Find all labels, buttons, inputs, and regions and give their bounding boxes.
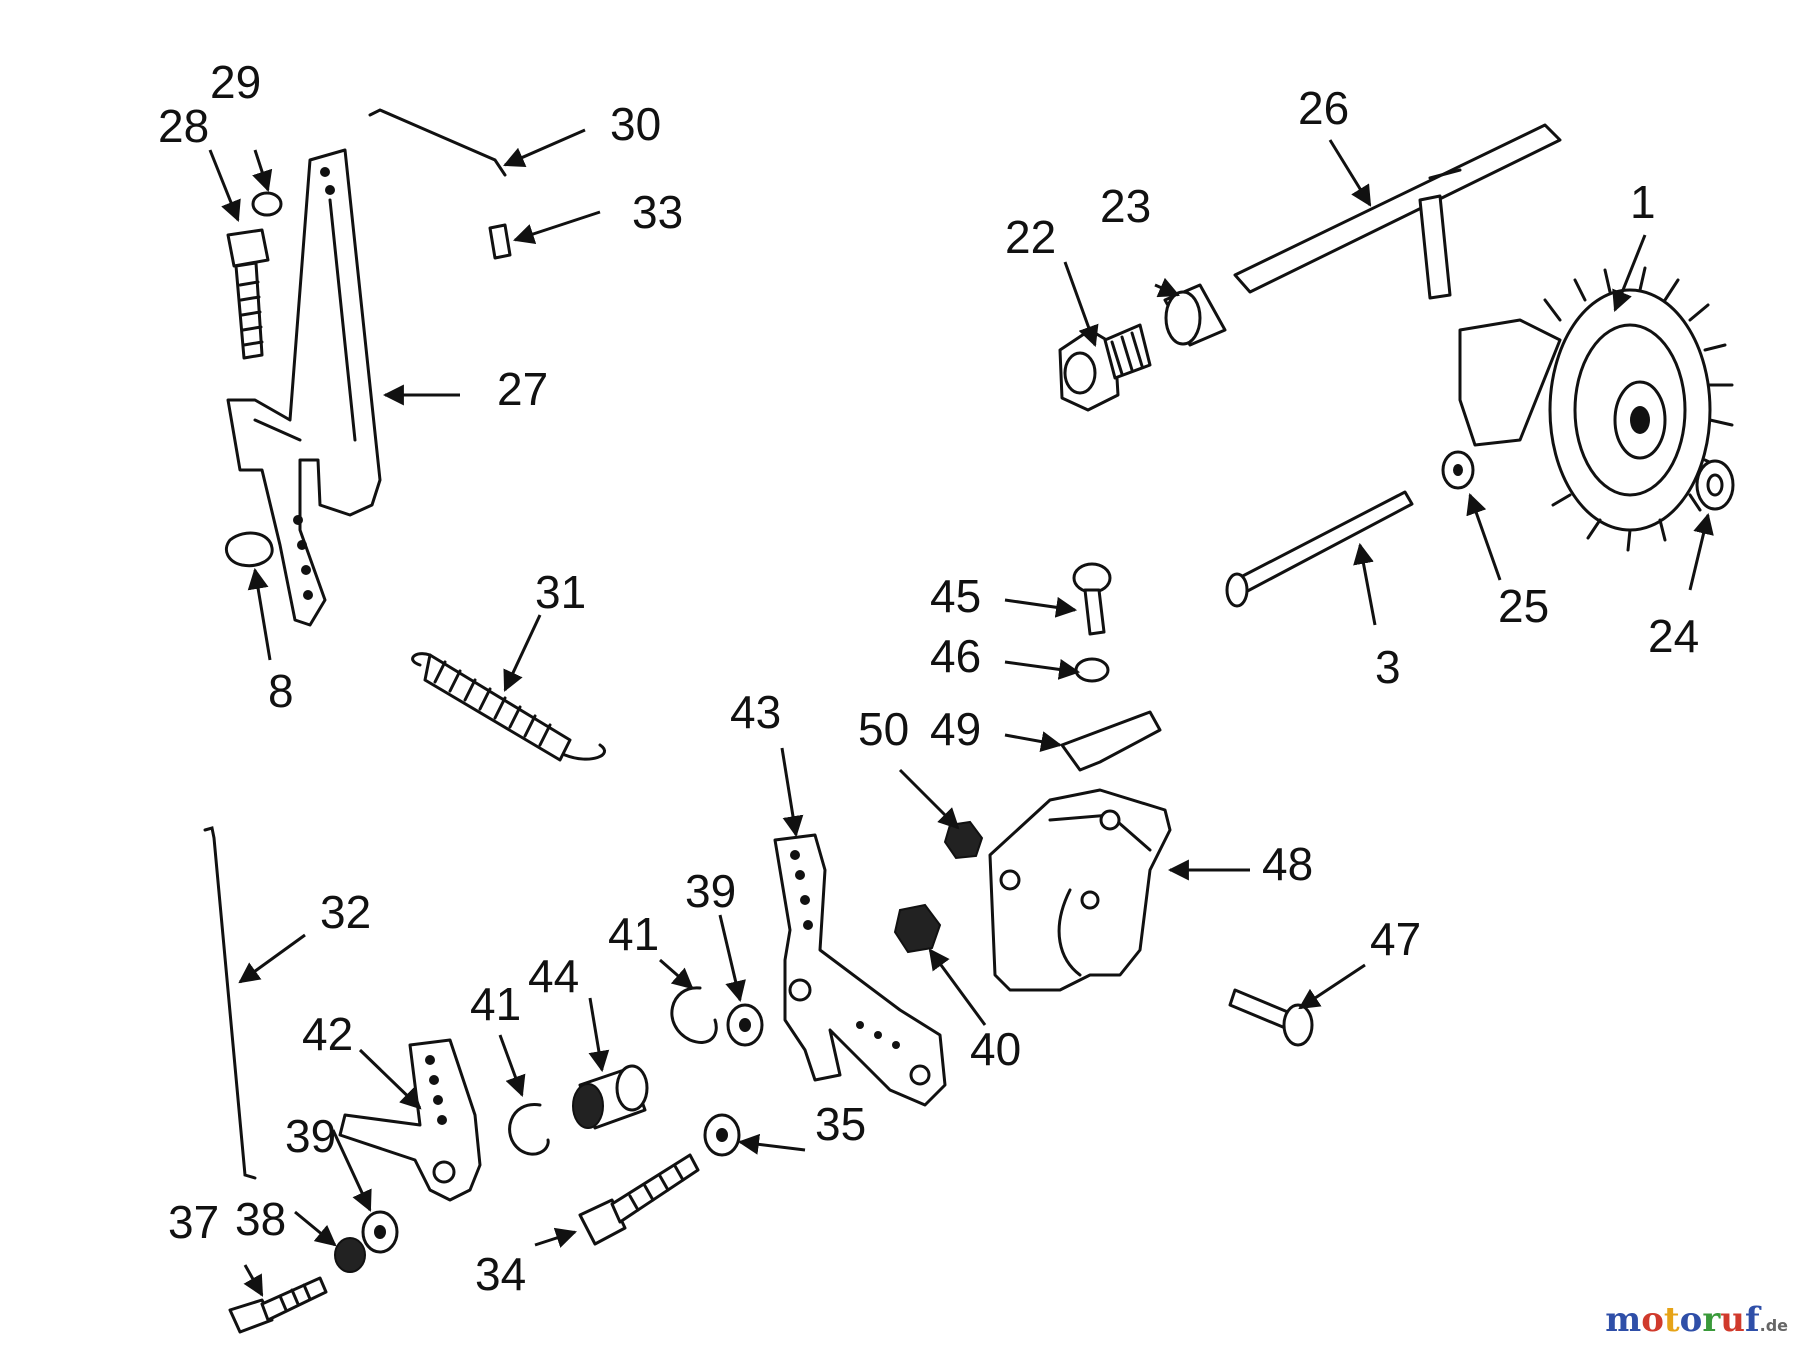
callout-3: 3 bbox=[1375, 641, 1401, 693]
callout-27: 27 bbox=[497, 363, 548, 415]
callout-39-lower: 39 bbox=[285, 1110, 336, 1162]
callout-41-upper: 41 bbox=[608, 908, 659, 960]
part-42-arm bbox=[338, 1038, 482, 1202]
part-37-bolt bbox=[228, 1276, 328, 1334]
callout-49: 49 bbox=[930, 703, 981, 755]
part-30-rod bbox=[368, 108, 507, 177]
callout-31: 31 bbox=[535, 566, 586, 618]
callout-labels: 1 3 8 22 23 24 25 26 27 28 29 30 31 32 3… bbox=[158, 56, 1699, 1300]
part-28-bolt bbox=[226, 228, 270, 360]
part-46-lockwasher bbox=[1074, 657, 1110, 683]
callout-47: 47 bbox=[1370, 913, 1421, 965]
part-44-bushing bbox=[572, 1064, 649, 1130]
part-24-washer bbox=[1695, 459, 1735, 511]
callout-26: 26 bbox=[1298, 82, 1349, 134]
part-29-nut bbox=[251, 191, 283, 217]
part-31-spring bbox=[411, 652, 607, 762]
part-27-lever bbox=[226, 148, 382, 627]
part-34-bolt bbox=[578, 1153, 700, 1246]
callout-45: 45 bbox=[930, 570, 981, 622]
callout-30: 30 bbox=[610, 98, 661, 150]
callout-33: 33 bbox=[632, 186, 683, 238]
callout-37: 37 bbox=[168, 1196, 219, 1248]
callout-8: 8 bbox=[268, 665, 294, 717]
part-47-screw bbox=[1228, 988, 1314, 1047]
callout-50: 50 bbox=[858, 703, 909, 755]
part-35-washer bbox=[703, 1113, 741, 1157]
part-43-plate bbox=[773, 833, 947, 1107]
part-48-bracket bbox=[988, 788, 1172, 992]
leader-arrows bbox=[208, 128, 1714, 1297]
part-39-washer-upper bbox=[726, 1003, 764, 1047]
callout-23: 23 bbox=[1100, 180, 1151, 232]
callout-34: 34 bbox=[475, 1248, 526, 1300]
part-38-nut bbox=[334, 1237, 366, 1273]
callout-35: 35 bbox=[815, 1098, 866, 1150]
callout-29: 29 bbox=[210, 56, 261, 108]
part-8-clip bbox=[225, 531, 274, 568]
callout-43: 43 bbox=[730, 686, 781, 738]
motoruf-logo: motoruf.de bbox=[1605, 1300, 1788, 1340]
part-26-shaft bbox=[1233, 123, 1562, 300]
part-32-rod bbox=[203, 826, 257, 1180]
callout-39-upper: 39 bbox=[685, 865, 736, 917]
callout-1: 1 bbox=[1630, 176, 1656, 228]
part-41-clip-lower bbox=[508, 1103, 550, 1156]
callout-44: 44 bbox=[528, 950, 579, 1002]
part-3-pin bbox=[1225, 490, 1414, 608]
callout-46: 46 bbox=[930, 630, 981, 682]
callout-48: 48 bbox=[1262, 838, 1313, 890]
callout-25: 25 bbox=[1498, 580, 1549, 632]
callout-28: 28 bbox=[158, 100, 209, 152]
callout-24: 24 bbox=[1648, 610, 1699, 662]
part-41-clip-upper bbox=[670, 986, 718, 1044]
callout-40: 40 bbox=[970, 1023, 1021, 1075]
part-1-gear bbox=[1458, 266, 1734, 552]
callout-38: 38 bbox=[235, 1193, 286, 1245]
callout-42: 42 bbox=[302, 1008, 353, 1060]
part-40-nut bbox=[893, 903, 942, 954]
callout-32: 32 bbox=[320, 886, 371, 938]
part-39-washer-lower bbox=[361, 1210, 399, 1254]
part-22-fitting bbox=[1058, 323, 1152, 412]
part-25-washer bbox=[1441, 450, 1475, 490]
callout-41-lower: 41 bbox=[470, 978, 521, 1030]
part-49-clip bbox=[1060, 710, 1162, 772]
part-50-nut bbox=[943, 820, 984, 860]
callout-22: 22 bbox=[1005, 211, 1056, 263]
part-45-screw bbox=[1072, 562, 1112, 636]
part-33-clip bbox=[488, 223, 512, 260]
part-23-bushing bbox=[1163, 283, 1227, 347]
